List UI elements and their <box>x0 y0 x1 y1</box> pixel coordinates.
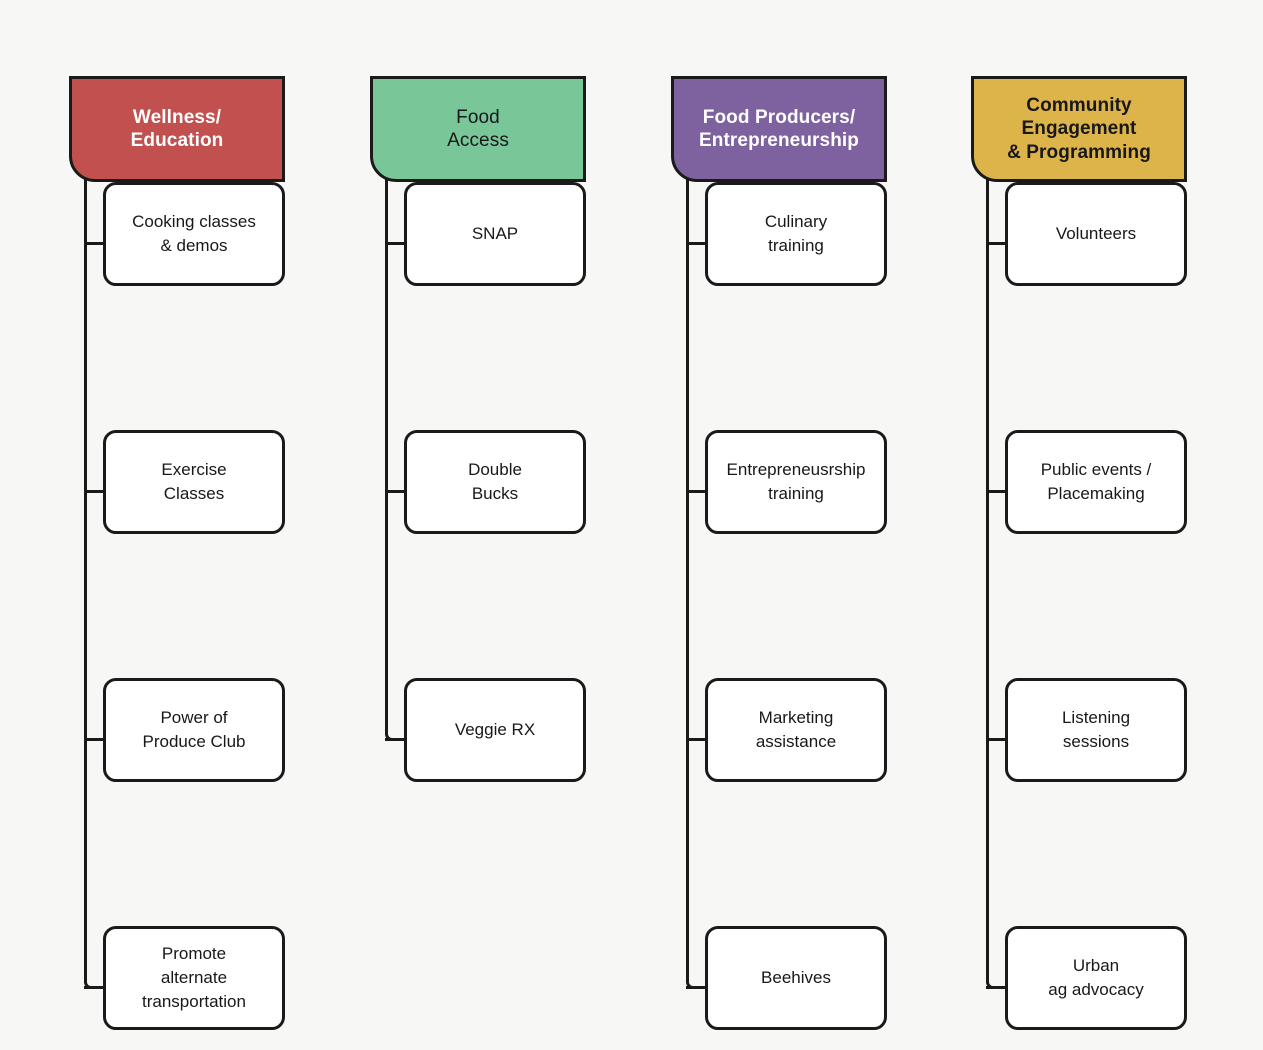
child-card[interactable]: Entrepreneusrship training <box>705 430 887 534</box>
header-card-food-access[interactable]: Food Access <box>370 76 586 182</box>
connector-trunk-community-engagement-programming <box>986 179 989 979</box>
connector-branch <box>385 738 407 741</box>
connector-branch <box>385 490 407 493</box>
child-card[interactable]: Beehives <box>705 926 887 1030</box>
header-label: Community Engagement & Programming <box>1007 95 1151 163</box>
child-card[interactable]: SNAP <box>404 182 586 286</box>
connector-branch <box>986 242 1008 245</box>
child-label: Power of Produce Club <box>142 708 246 751</box>
connector-branch <box>686 490 708 493</box>
child-card[interactable]: Marketing assistance <box>705 678 887 782</box>
header-card-wellness-education[interactable]: Wellness/ Education <box>69 76 285 182</box>
child-label: Beehives <box>761 968 831 988</box>
child-card[interactable]: Cooking classes & demos <box>103 182 285 286</box>
child-card[interactable]: Exercise Classes <box>103 430 285 534</box>
child-label: Culinary training <box>764 212 828 255</box>
connector-branch <box>385 242 407 245</box>
child-label: Listening sessions <box>1061 708 1131 751</box>
child-label: Cooking classes & demos <box>132 212 256 255</box>
child-label: SNAP <box>471 224 519 244</box>
child-label: Exercise Classes <box>161 460 227 503</box>
child-label: Urban ag advocacy <box>1048 956 1144 999</box>
connector-trunk-wellness-education <box>84 179 87 979</box>
child-card[interactable]: Urban ag advocacy <box>1005 926 1187 1030</box>
header-label: Food Access <box>447 106 509 151</box>
connector-branch <box>986 490 1008 493</box>
child-label: Entrepreneusrship training <box>726 460 866 503</box>
child-label: Marketing assistance <box>755 708 837 751</box>
child-card[interactable]: Volunteers <box>1005 182 1187 286</box>
connector-branch <box>986 738 1008 741</box>
connector-branch <box>84 490 106 493</box>
child-card[interactable]: Public events / Placemaking <box>1005 430 1187 534</box>
header-card-community-engagement-programming[interactable]: Community Engagement & Programming <box>971 76 1187 182</box>
child-card[interactable]: Listening sessions <box>1005 678 1187 782</box>
child-card[interactable]: Promote alternate transportation <box>103 926 285 1030</box>
connector-branch <box>686 242 708 245</box>
child-card[interactable]: Veggie RX <box>404 678 586 782</box>
connector-trunk-food-producers-entrepreneurship <box>686 179 689 979</box>
connector-branch <box>686 738 708 741</box>
header-label: Wellness/ Education <box>130 106 224 151</box>
child-label: Double Bucks <box>468 460 522 503</box>
connector-trunk-food-access <box>385 179 388 731</box>
connector-branch <box>84 242 106 245</box>
child-card[interactable]: Power of Produce Club <box>103 678 285 782</box>
connector-branch <box>84 738 106 741</box>
header-label: Food Producers/ Entrepreneurship <box>699 106 859 151</box>
child-label: Volunteers <box>1055 224 1137 244</box>
child-card[interactable]: Culinary training <box>705 182 887 286</box>
header-card-food-producers-entrepreneurship[interactable]: Food Producers/ Entrepreneurship <box>671 76 887 182</box>
child-label: Public events / Placemaking <box>1040 460 1152 503</box>
child-label: Veggie RX <box>454 720 536 740</box>
child-card[interactable]: Double Bucks <box>404 430 586 534</box>
child-label: Promote alternate transportation <box>142 944 246 1011</box>
